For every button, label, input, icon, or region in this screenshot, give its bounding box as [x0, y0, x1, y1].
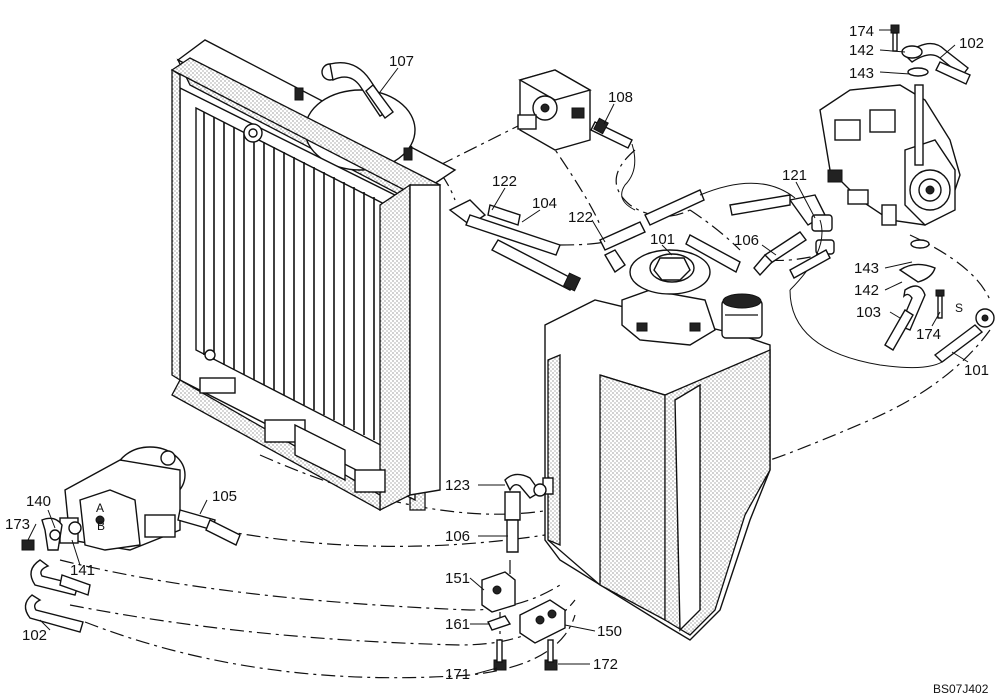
- callout-140: 140: [26, 493, 51, 510]
- fitting-123: [504, 473, 547, 499]
- motor-bracket: [517, 69, 592, 151]
- callout-105: 105: [212, 488, 237, 505]
- callout-142-lower: 142: [854, 282, 879, 299]
- port-letter-s: S: [955, 301, 963, 315]
- callout-123: 123: [445, 477, 470, 494]
- callout-101-lower: 101: [964, 362, 989, 379]
- callout-103: 103: [856, 304, 881, 321]
- clamp-150: [519, 599, 566, 644]
- callout-171: 171: [445, 666, 470, 683]
- drawing-code: BS07J402: [933, 682, 989, 696]
- callout-122-right: 122: [568, 209, 593, 226]
- hose-106-upper: [753, 214, 946, 369]
- hydraulic-tank: [542, 249, 771, 641]
- bolt-174-upper: [890, 24, 900, 52]
- hose-104: [448, 199, 582, 292]
- hose-102-lower: [24, 559, 91, 633]
- callout-174-lower: 174: [916, 326, 941, 343]
- callout-173: 173: [5, 516, 30, 533]
- oil-cooler: [170, 39, 457, 512]
- callout-143-upper: 143: [849, 65, 874, 82]
- callout-151: 151: [445, 570, 470, 587]
- callout-104: 104: [532, 195, 557, 212]
- hose-107: [321, 62, 394, 119]
- callout-101-upper: 101: [650, 231, 675, 248]
- hose-101-lower: [933, 308, 995, 363]
- callout-106-lower: 106: [445, 528, 470, 545]
- banjo-142-lower: [898, 263, 945, 319]
- port-letter-a: A: [96, 501, 104, 515]
- hose-106-lower: [504, 491, 521, 553]
- callout-141: 141: [70, 562, 95, 579]
- callout-107: 107: [389, 53, 414, 70]
- callout-labels: 107 108 122 104 122 101 106 121 174 142 …: [5, 23, 989, 683]
- port-letters: A B S: [96, 301, 963, 533]
- tank-breather-cap: [721, 293, 763, 339]
- callout-161: 161: [445, 616, 470, 633]
- callout-172: 172: [593, 656, 618, 673]
- hose-105: [177, 509, 241, 546]
- callout-108: 108: [608, 89, 633, 106]
- fittings-140-141-173: [21, 517, 82, 551]
- plate-161: [487, 615, 512, 631]
- return-filter: [621, 249, 716, 346]
- callout-121: 121: [782, 167, 807, 184]
- hose-108: [590, 117, 636, 211]
- hydraulic-motor: [59, 446, 186, 551]
- callout-150: 150: [597, 623, 622, 640]
- bolt-172: [544, 639, 558, 671]
- callout-142-upper: 142: [849, 42, 874, 59]
- leader-lines: [27, 29, 969, 675]
- hydraulic-pump: [819, 67, 961, 249]
- callout-143-lower: 143: [854, 260, 879, 277]
- callout-102-lower: 102: [22, 627, 47, 644]
- callout-174-upper: 174: [849, 23, 874, 40]
- bolt-171: [493, 639, 507, 671]
- hose-101-upper: [599, 182, 826, 274]
- callout-106-upper: 106: [734, 232, 759, 249]
- port-letter-b: B: [97, 519, 105, 533]
- callout-102-upper: 102: [959, 35, 984, 52]
- hose-103: [884, 285, 926, 351]
- callout-122-left: 122: [492, 173, 517, 190]
- clamp-151: [481, 571, 516, 613]
